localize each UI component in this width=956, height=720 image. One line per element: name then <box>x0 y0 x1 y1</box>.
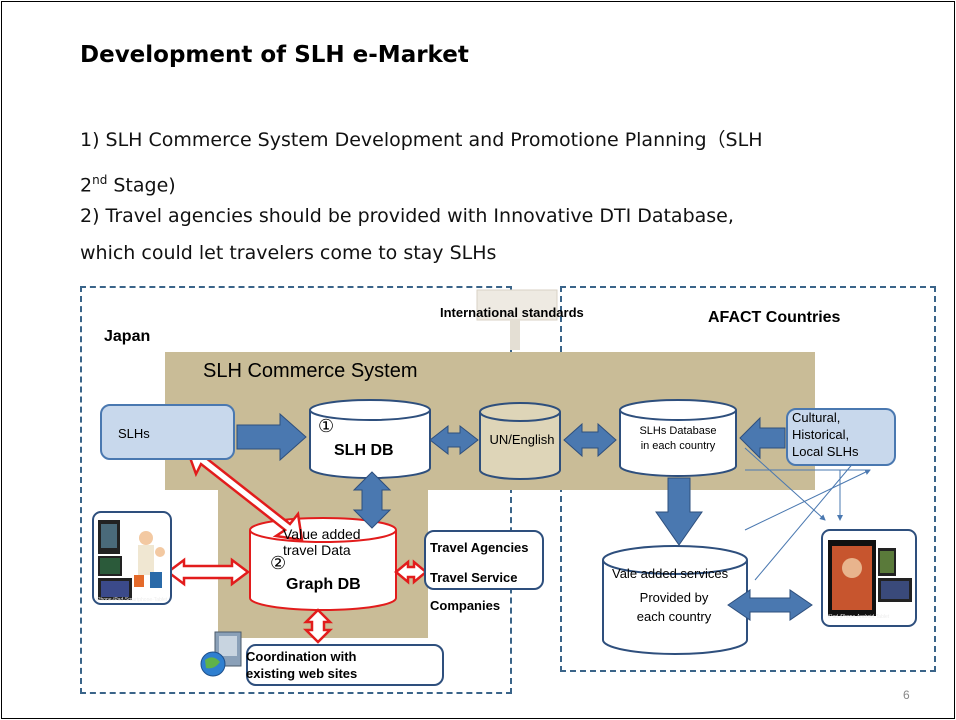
value-added-label: Value added travel Data <box>283 526 361 558</box>
graph-db-label: Graph DB <box>286 576 361 593</box>
globe-icon <box>200 631 242 677</box>
bullet-1-line-1: 1) SLH Commerce System Development and P… <box>80 129 763 151</box>
travel-agencies-label: Travel Agencies <box>430 540 529 555</box>
graph-db-number: ② <box>270 553 287 574</box>
arrow-slhs-to-slhdb <box>236 412 307 462</box>
bullet-1-line-2: 2nd Stage) <box>80 173 176 197</box>
coordination-box <box>246 644 444 686</box>
system-label: SLH Commerce System <box>203 360 418 382</box>
slh-db-number: ① <box>318 416 335 437</box>
slhs-database-label: SLHs Database in each country <box>639 425 717 452</box>
value-added-services-cylinder <box>602 545 748 655</box>
vale-added-services-label: Vale added services <box>612 566 729 581</box>
arrow-slhdb-graphdb <box>352 471 392 529</box>
device-caption-left: iPhone·iPad·Smartphone·Tablet <box>96 597 168 603</box>
arrow-graphdb-travel <box>394 559 428 585</box>
slhs-label: SLHs <box>118 426 150 441</box>
cultural-label: Cultural, Historical, Local SLHs <box>792 410 859 459</box>
device-collage-right <box>821 529 917 627</box>
bullet-2-line-2: which could let travelers come to stay S… <box>80 242 497 264</box>
cultural-box <box>786 408 896 466</box>
arrow-un-slhsdb <box>563 422 617 458</box>
bullet-2-line-1: 2) Travel agencies should be provided wi… <box>80 205 734 227</box>
japan-region <box>80 286 512 694</box>
slide-title: Development of SLH e-Market <box>80 42 469 68</box>
device-caption-right: iPad·iPhone·Android·Tablet <box>828 614 890 620</box>
arrow-devices-graphdb <box>165 557 251 587</box>
slhs-box <box>100 404 235 460</box>
international-standards-label: International standards <box>440 305 584 320</box>
arrow-slhsdb-down <box>655 477 703 546</box>
slhs-database-cylinder <box>619 399 737 477</box>
arrow-services-devices <box>727 589 813 621</box>
slh-db-label: SLH DB <box>334 442 394 459</box>
arrow-slhdb-un <box>429 424 479 456</box>
page-number: 6 <box>903 688 910 702</box>
un-english-label: UN/English <box>489 432 555 447</box>
coordination-label: Coordination with existing web sites <box>246 649 358 681</box>
arrow-cultural-to-slhsdb <box>739 416 786 460</box>
afact-countries-label: AFACT Countries <box>708 309 841 326</box>
provided-by-label: Provided by each country <box>636 590 712 624</box>
un-english-cylinder <box>479 402 561 480</box>
slh-db-cylinder <box>309 399 431 479</box>
japan-label: Japan <box>104 328 151 345</box>
travel-service-label: Travel Service <box>430 570 518 585</box>
travel-agencies-box <box>424 530 544 590</box>
arrow-graphdb-coordination <box>302 608 334 644</box>
companies-label: Companies <box>430 598 501 613</box>
device-collage-left <box>92 511 172 605</box>
